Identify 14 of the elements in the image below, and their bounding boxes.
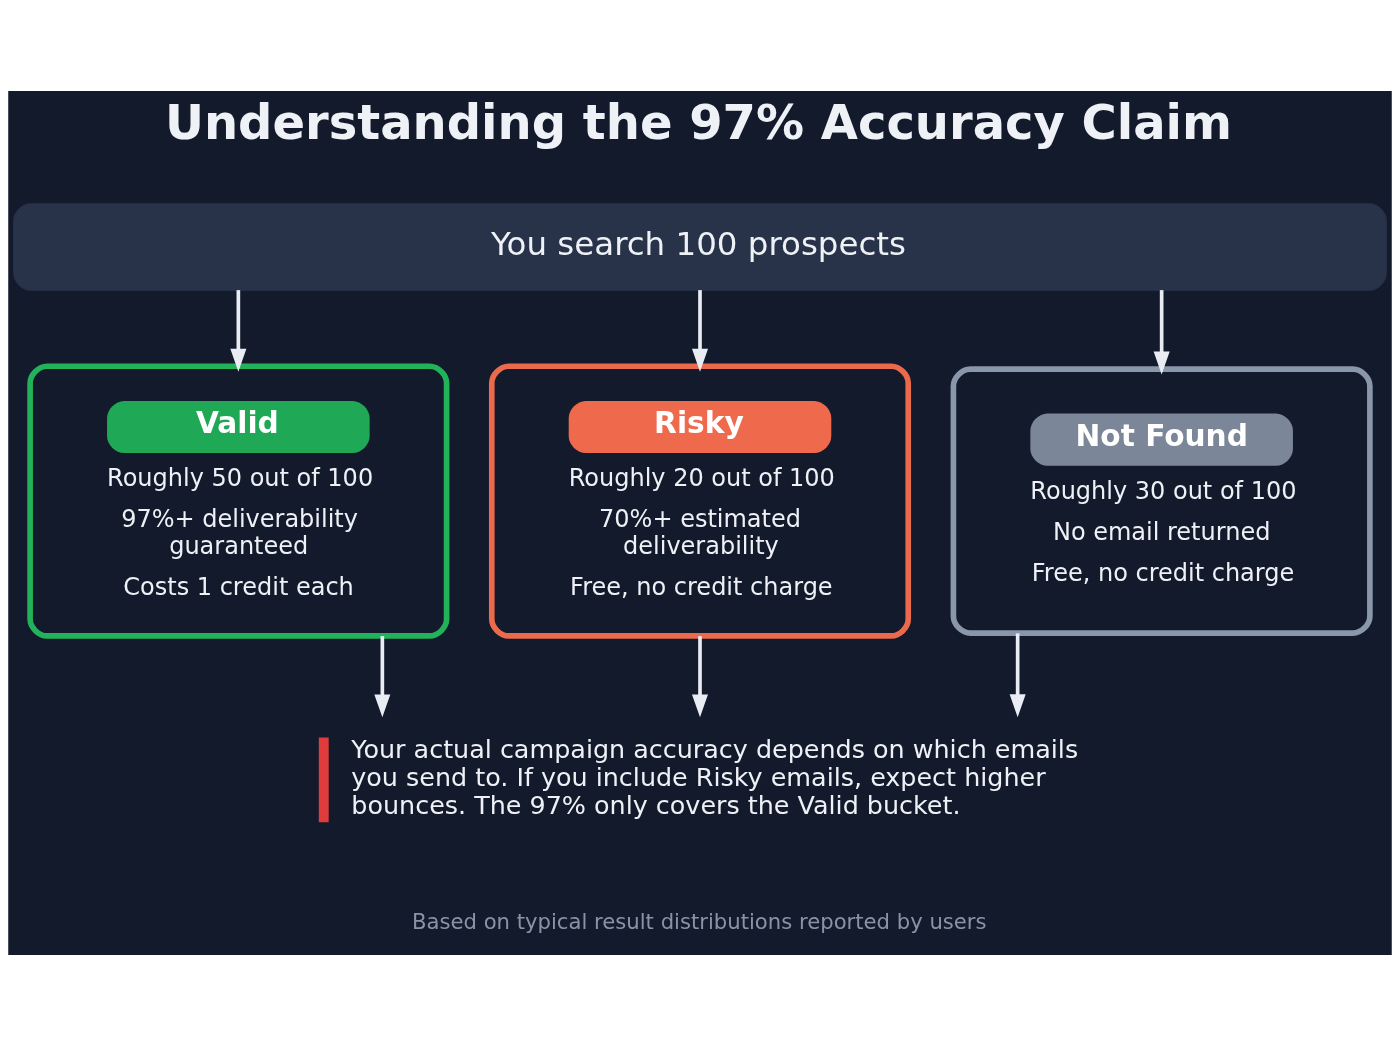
node-box: You search 100 prospects	[13, 202, 1387, 291]
arrow	[1153, 289, 1170, 375]
label: Based on typical result distributions reported by users	[412, 908, 987, 934]
diagram-title: Understanding the 97% Accuracy Claim	[164, 93, 1233, 150]
arrow	[374, 635, 391, 717]
arrow	[230, 289, 247, 372]
arrow	[1009, 632, 1026, 717]
node-box: Not Found Roughly 30 out of 100 No email returned Free, no credit charge	[950, 365, 1373, 636]
node-label: Your actual campaign accuracy depends on which emails you send to. If you include Risky emails, expect higher bounces. The 97% only covers the Valid bucket.	[351, 733, 1079, 820]
node-box: Valid Roughly 50 out of 100 97%+ deliverability guaranteed Costs 1 credit each	[27, 362, 450, 639]
arrow	[691, 289, 709, 372]
node-box	[318, 737, 329, 822]
arrow	[691, 635, 709, 717]
node-box: Risky Roughly 20 out of 100 70%+ estimated deliverability Free, no credit charge	[488, 362, 912, 639]
